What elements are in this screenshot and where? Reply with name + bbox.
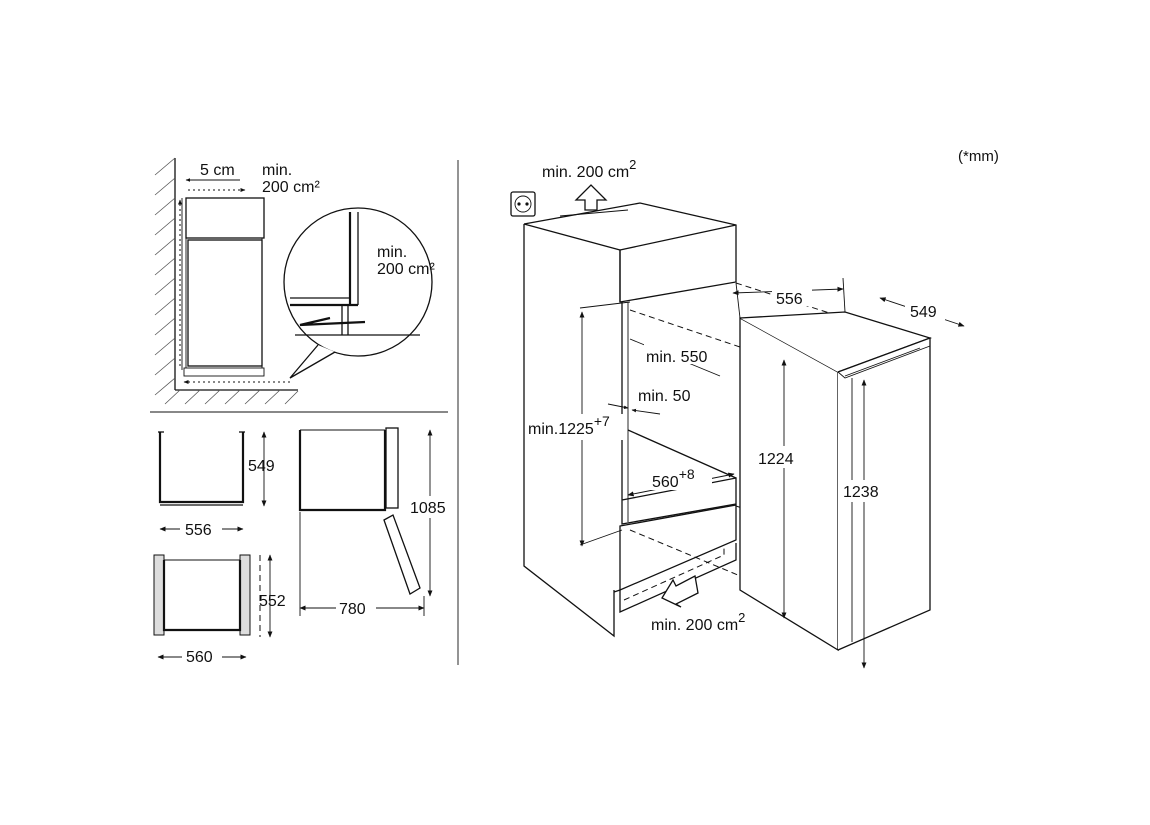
kitchen-niche: min. 200 cm2 min.1225+7 min. 550 [510, 157, 846, 638]
niche-height-label: min.1225+7 [528, 413, 610, 438]
niche-depth-label: min. 550 [646, 349, 707, 366]
cabinet-top-box [523, 202, 737, 303]
view2-swing-label: 780 [339, 601, 366, 618]
top-view-1: 549 556 [158, 431, 275, 539]
view3-depth-label: 552 [259, 593, 286, 610]
niche-gap-label: min. 50 [638, 388, 691, 405]
top-view-3: 552 560 [153, 554, 286, 666]
top-vent-label: min. 200 cm2 [542, 157, 636, 181]
gap-5cm-label: 5 cm [200, 162, 235, 179]
appliance-front [739, 316, 839, 652]
top-cabinet [185, 197, 265, 239]
lower-cabinet-box [619, 504, 737, 591]
units-note: (*mm) [958, 148, 999, 165]
airflow-up-arrow-icon [574, 184, 608, 211]
power-socket-icon [510, 191, 536, 217]
appliance-depth-label: 549 [910, 304, 937, 321]
appliance-width-label: 556 [776, 291, 803, 308]
airflow-in-arrow-icon [661, 575, 699, 608]
top-vent-label-line2: 200 cm² [262, 179, 320, 196]
detail-magnifier [283, 207, 433, 357]
appliance-body-height-label: 1224 [758, 451, 794, 468]
detail-vent-label-line1: min. [377, 244, 407, 261]
detail-airflow-arrow [299, 316, 366, 327]
view3-width-label: 560 [186, 649, 213, 666]
cabinet-side [523, 224, 615, 638]
top-vent-label-line1: min. [262, 162, 292, 179]
niche-width-label: 560+8 [652, 466, 695, 491]
wall-hatching [154, 157, 299, 405]
appliance-total-height-label: 1238 [843, 484, 879, 501]
appliance-unit: 556 549 1224 1238 [732, 277, 965, 669]
view2-height-label: 1085 [410, 500, 446, 517]
view1-depth-label: 549 [248, 458, 275, 475]
open-door [383, 514, 421, 595]
bottom-vent-label: min. 200 cm2 [651, 610, 745, 634]
appliance-side [187, 239, 263, 367]
side-section-view: 5 cm min. 200 cm² min. 200 cm² [154, 157, 435, 405]
top-view-2-door-swing: 1085 780 [298, 427, 454, 618]
plinth [183, 367, 265, 377]
detail-pointer [289, 344, 336, 379]
view1-width-label: 556 [185, 522, 212, 539]
detail-vent-label-line2: 200 cm² [377, 261, 435, 278]
